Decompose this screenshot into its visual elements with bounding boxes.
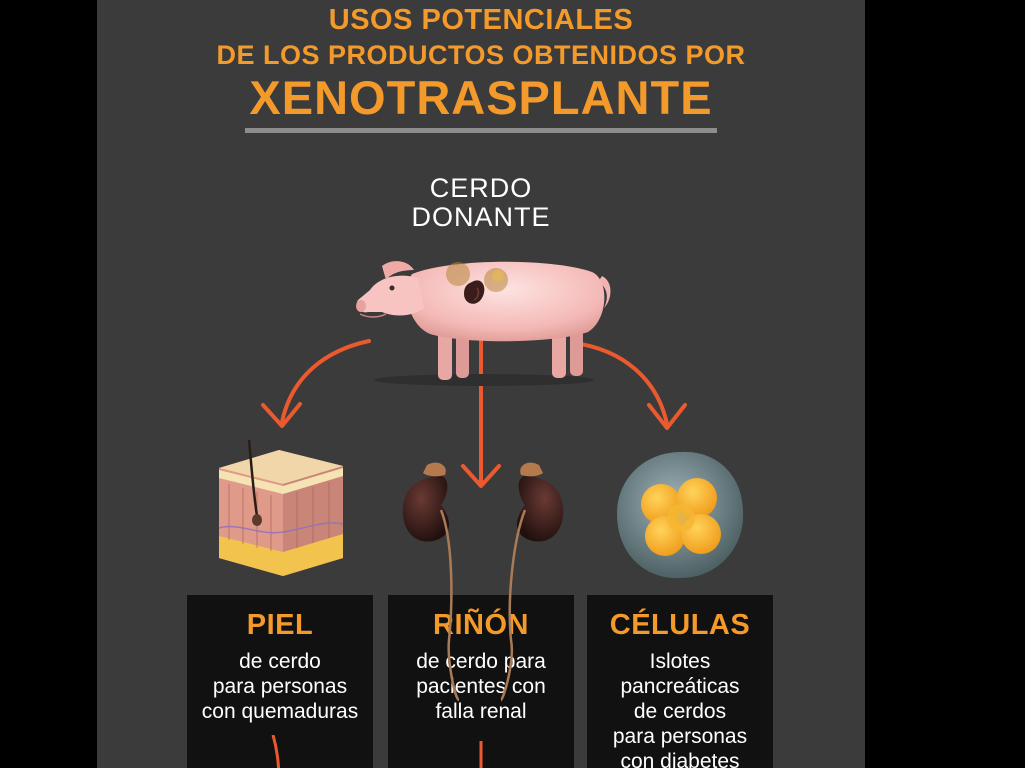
card-kidney-line-3: falla renal [435, 700, 527, 723]
donor-label-line-1: CERDO [429, 173, 533, 203]
card-skin-title: PIEL [246, 609, 314, 641]
card-skin-line-2: para personas [212, 675, 348, 698]
arrow-to-kidneys-head [461, 464, 501, 488]
card-skin-line-1: de cerdo [239, 650, 321, 673]
card-cells-line-5: con diabetes [620, 750, 740, 768]
card-cells-line-1: Islotes [649, 650, 711, 673]
card-kidney: RIÑÓN de cerdo para pacientes con falla … [388, 595, 574, 768]
donor-label: CERDO DONANTE [331, 174, 631, 232]
kidney-left [402, 462, 449, 542]
card-cells-line-4: para personas [612, 725, 748, 748]
card-kidney-title: RIÑÓN [433, 609, 529, 641]
card-kidney-body: de cerdo para pacientes con falla renal [388, 649, 574, 724]
kidneys-icon [402, 462, 564, 542]
card-skin-line-3: con quemaduras [201, 700, 359, 723]
title-divider [245, 128, 717, 133]
arrow-to-skin-head [261, 402, 302, 428]
card-kidney-line-1: de cerdo para [416, 650, 546, 673]
arrow-to-cells-head [647, 403, 687, 430]
flow-arrows [261, 338, 687, 488]
card-skin-connector [271, 735, 280, 768]
title-line-1: USOS POTENCIALES [328, 4, 634, 36]
arrow-to-cells [573, 341, 669, 426]
pig-illustration [356, 261, 611, 386]
skin-cross-section-icon [218, 440, 344, 576]
card-skin: PIEL de cerdo para personas con quemadur… [187, 595, 373, 768]
title-main: XENOTRASPLANTE [249, 71, 713, 124]
card-cells-line-3: de cerdos [633, 700, 727, 723]
card-cells-body: Islotes pancreáticas de cerdos para pers… [587, 649, 773, 768]
infographic-panel: USOS POTENCIALES DE LOS PRODUCTOS OBTENI… [97, 0, 865, 768]
kidney-right [517, 462, 564, 542]
card-kidney-line-2: pacientes con [416, 675, 546, 698]
card-cells: CÉLULAS Islotes pancreáticas de cerdos p… [587, 595, 773, 768]
donor-label-line-2: DONANTE [411, 202, 551, 232]
card-cells-line-2: pancreáticas [620, 675, 740, 698]
title-line-2: DE LOS PRODUCTOS OBTENIDOS POR [216, 40, 746, 70]
arrow-to-skin [280, 339, 371, 424]
card-skin-body: de cerdo para personas con quemaduras [187, 649, 373, 724]
pancreatic-islet-cells-icon [617, 451, 744, 579]
card-kidney-connector [479, 741, 483, 768]
card-cells-title: CÉLULAS [609, 609, 751, 641]
